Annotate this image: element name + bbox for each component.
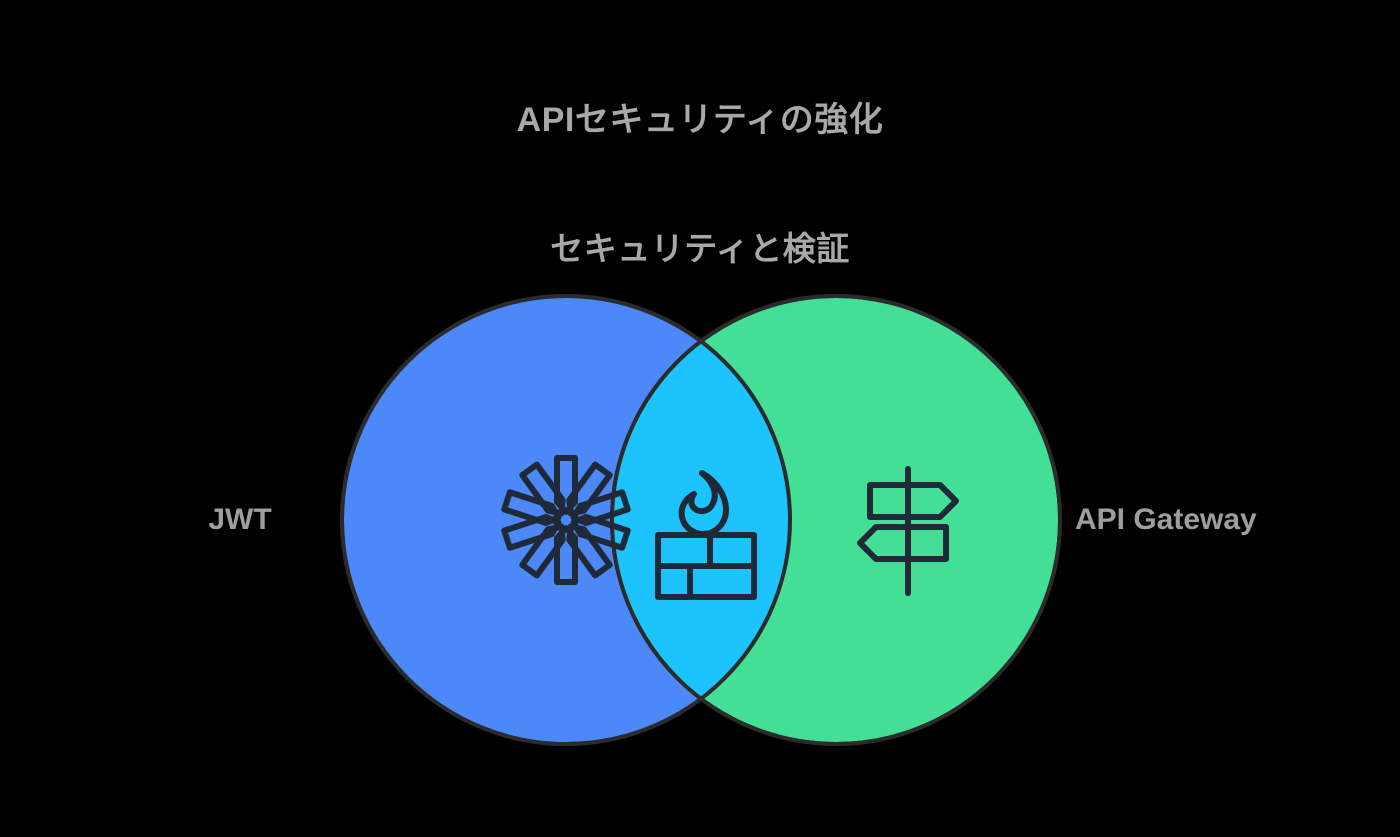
venn-label-right: API Gateway (1075, 503, 1257, 536)
venn-circle-left-outline (340, 294, 792, 746)
diagram-subtitle: セキュリティと検証 (550, 230, 850, 267)
venn-circle-right-outline (610, 294, 1062, 746)
jwt-logo-icon (501, 455, 631, 585)
signpost-icon (857, 466, 959, 596)
venn-intersection-region[interactable] (612, 296, 1060, 744)
venn-label-left: JWT (208, 503, 272, 536)
firewall-icon (655, 470, 757, 600)
diagram-title: APIセキュリティの強化 (516, 101, 884, 139)
